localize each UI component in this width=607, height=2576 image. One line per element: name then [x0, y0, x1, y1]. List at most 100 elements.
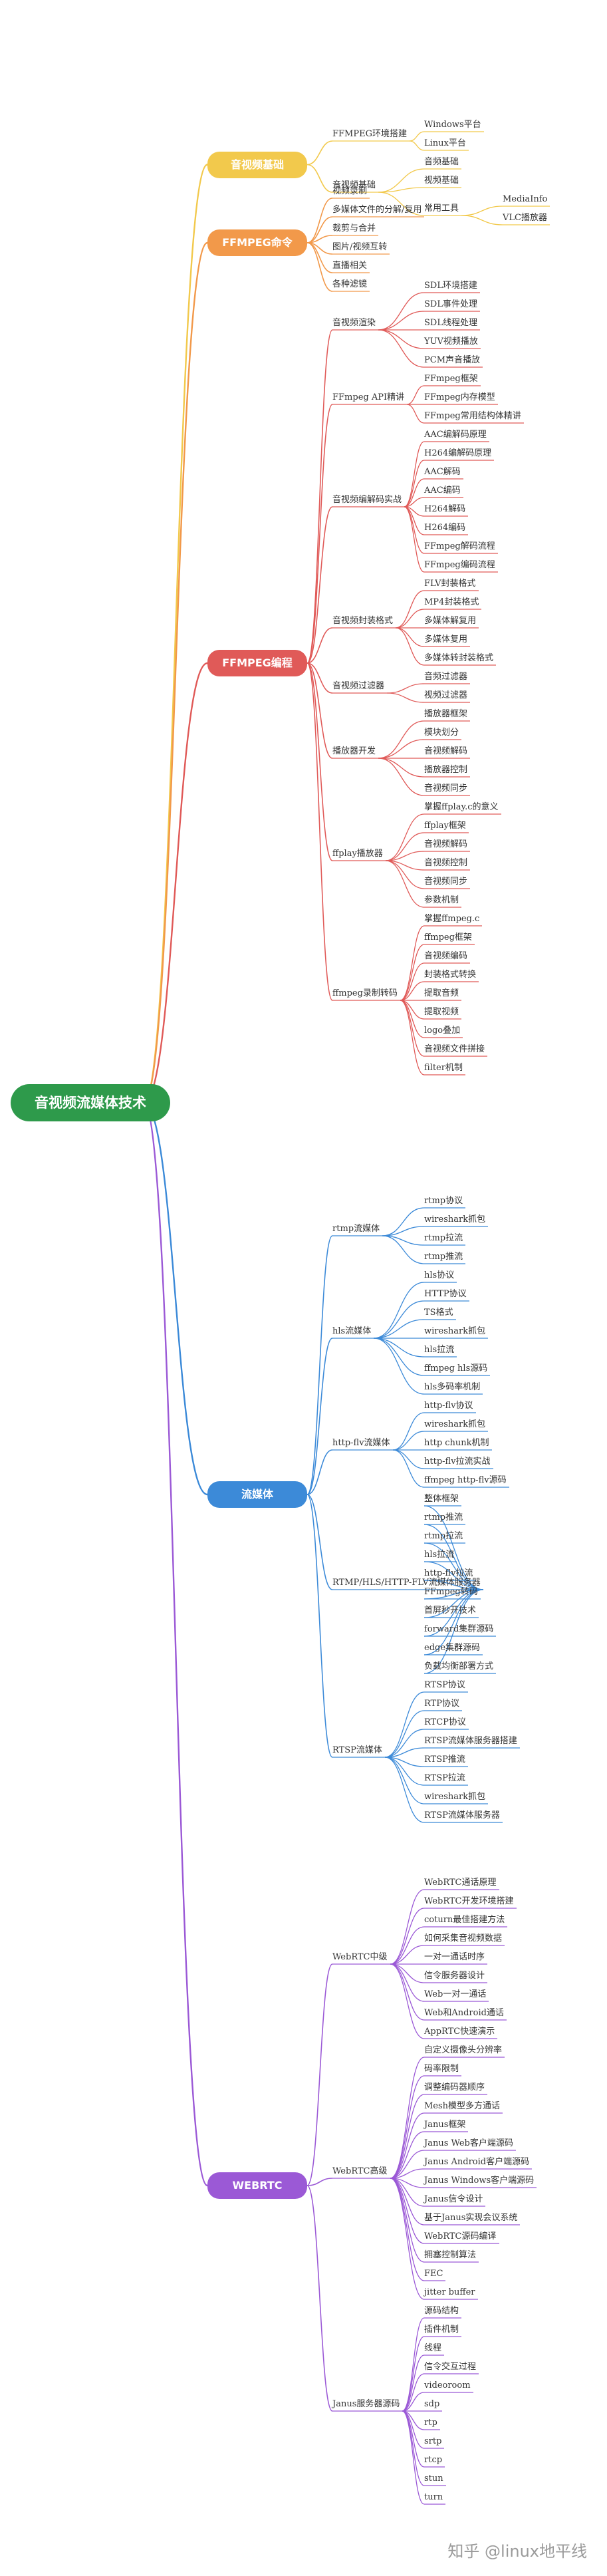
link-line — [378, 187, 425, 193]
mind-map-node-l3: srtp — [424, 2436, 442, 2446]
link-line — [384, 1729, 425, 1758]
link-line — [142, 1101, 209, 2187]
link-line — [404, 478, 425, 507]
mind-map-node-l3: stun — [424, 2474, 443, 2484]
mind-map-node-l3: Janus信令设计 — [424, 2194, 483, 2204]
link-line — [373, 1338, 425, 1358]
mind-map-node-l3: 参数机制 — [424, 895, 459, 905]
link-line — [386, 683, 425, 694]
link-line — [424, 1561, 484, 1590]
mind-map-node-l2: hls流媒体 — [332, 1326, 372, 1336]
mind-map-node-l3: 拥塞控制算法 — [424, 2250, 477, 2260]
mind-map-node-l3: Linux平台 — [424, 138, 466, 148]
branch-node: 音视频基础 — [207, 151, 307, 178]
link-line — [385, 860, 425, 889]
mind-map-node-l3: H264编解码原理 — [424, 448, 492, 458]
link-line — [378, 329, 425, 349]
mind-map-node-l3: 音频过滤器 — [424, 672, 468, 682]
branch-node: WEBRTC — [207, 2172, 307, 2199]
link-line — [306, 1449, 333, 1495]
mind-map-node-l3: 提取音频 — [424, 988, 459, 998]
link-line — [390, 2178, 425, 2300]
link-line — [461, 215, 503, 225]
mind-map-node-l3: FLV封装格式 — [424, 579, 476, 589]
mind-map-node-l3: rtmp推流 — [424, 1512, 463, 1522]
link-line — [306, 1963, 333, 2186]
mind-map-node-l2: 视频录制 — [332, 186, 368, 196]
mind-map-node-l2: 音视频编解码实战 — [332, 495, 402, 505]
link-line — [402, 2336, 425, 2412]
mind-map-node-l4: VLC播放器 — [503, 213, 547, 223]
link-line — [306, 662, 333, 861]
mind-map-node-l3: FFmpeg内存模型 — [424, 392, 495, 402]
link-line — [395, 590, 425, 629]
link-line — [385, 860, 425, 908]
link-line — [390, 1963, 425, 2002]
link-line — [385, 813, 425, 861]
mind-map-node-l3: wireshark抓包 — [424, 1326, 486, 1336]
link-line — [392, 1412, 425, 1451]
mind-map-node-l3: rtmp拉流 — [424, 1233, 463, 1243]
link-line — [390, 2178, 425, 2244]
link-line — [378, 329, 425, 368]
link-line — [402, 2410, 425, 2449]
link-line — [306, 1338, 333, 1495]
mind-map-node-l3: 音频基础 — [424, 157, 459, 167]
mind-map-node-l3: 音视频控制 — [424, 858, 468, 868]
mind-map-node-l3: SDL环境搭建 — [424, 281, 477, 291]
mind-map-node-l3: Janus Windows客户端源码 — [424, 2176, 535, 2186]
mind-map-node-l3: YUV视频播放 — [424, 337, 478, 347]
link-line — [378, 311, 425, 331]
mind-map-node-l3: 播放器框架 — [424, 709, 468, 719]
link-line — [378, 292, 425, 331]
link-line — [406, 385, 425, 405]
mind-map-node-l3: 视频基础 — [424, 176, 459, 186]
mind-map-node-l3: FEC — [424, 2269, 443, 2279]
link-line — [404, 506, 425, 554]
link-line — [392, 1449, 425, 1488]
link-line — [392, 1449, 425, 1469]
mind-map-node-l3: 一对一通话时序 — [424, 1952, 485, 1962]
mind-map-node-l3: 信令服务器设计 — [424, 1971, 485, 1981]
link-line — [400, 1000, 425, 1038]
mind-map-node-l3: 整体框架 — [424, 1494, 459, 1504]
link-line — [390, 2178, 425, 2281]
mind-map-node-l3: wireshark抓包 — [424, 1419, 486, 1429]
link-line — [384, 1710, 425, 1758]
mind-map-node-l3: 音视频同步 — [424, 784, 468, 793]
mind-map-node-l3: Janus Android客户端源码 — [424, 2157, 530, 2167]
mind-map-node-l3: 音视频编码 — [424, 951, 468, 961]
link-line — [306, 140, 333, 166]
mind-map-node-l3: edge集群源码 — [424, 1643, 481, 1653]
mind-map-node-l3: 音视频解码 — [424, 746, 468, 756]
root-node: 音视频流媒体技术 — [11, 1084, 170, 1121]
link-line — [390, 2178, 425, 2263]
mind-map-node-l3: 负载均衡部署方式 — [424, 1661, 494, 1671]
mind-map-node-l3: hls多码率机制 — [424, 1382, 481, 1392]
link-line — [390, 1908, 425, 1965]
link-line — [400, 944, 425, 1001]
mind-map-node-l3: hls拉流 — [424, 1345, 455, 1355]
mind-map-node-l3: rtp — [424, 2418, 437, 2428]
link-line — [306, 627, 333, 664]
link-line — [390, 2178, 425, 2207]
link-line — [404, 497, 425, 507]
mind-map-node-l3: hls拉流 — [424, 1550, 455, 1560]
mind-map-node-l2: 音视频渲染 — [332, 318, 376, 328]
mind-map-node-l3: 视频过滤器 — [424, 690, 468, 700]
mind-map-node-l3: 自定义摄像头分辨率 — [424, 2045, 503, 2055]
mind-map-node-l2: 多媒体文件的分解/复用 — [332, 205, 422, 215]
mind-map-node-l3: Web和Android通话 — [424, 2008, 504, 2018]
mind-map-node-l2: WebRTC中级 — [332, 1952, 388, 1962]
mind-map-node-l3: PCM声音播放 — [424, 355, 481, 365]
mind-map-node-l3: 封装格式转换 — [424, 970, 477, 980]
mind-map-node-l3: 音视频文件拼接 — [424, 1044, 485, 1054]
mind-map-node-l3: rtmp推流 — [424, 1252, 463, 1262]
mind-map-node-l3: H264编码 — [424, 523, 466, 533]
mind-map-node-l3: http-flv协议 — [424, 1401, 473, 1411]
link-line — [400, 1000, 425, 1057]
link-line — [395, 627, 425, 666]
mind-map-node-l3: RTSP拉流 — [424, 1773, 465, 1783]
mind-map-node-l3: Web一对一通话 — [424, 1989, 487, 1999]
